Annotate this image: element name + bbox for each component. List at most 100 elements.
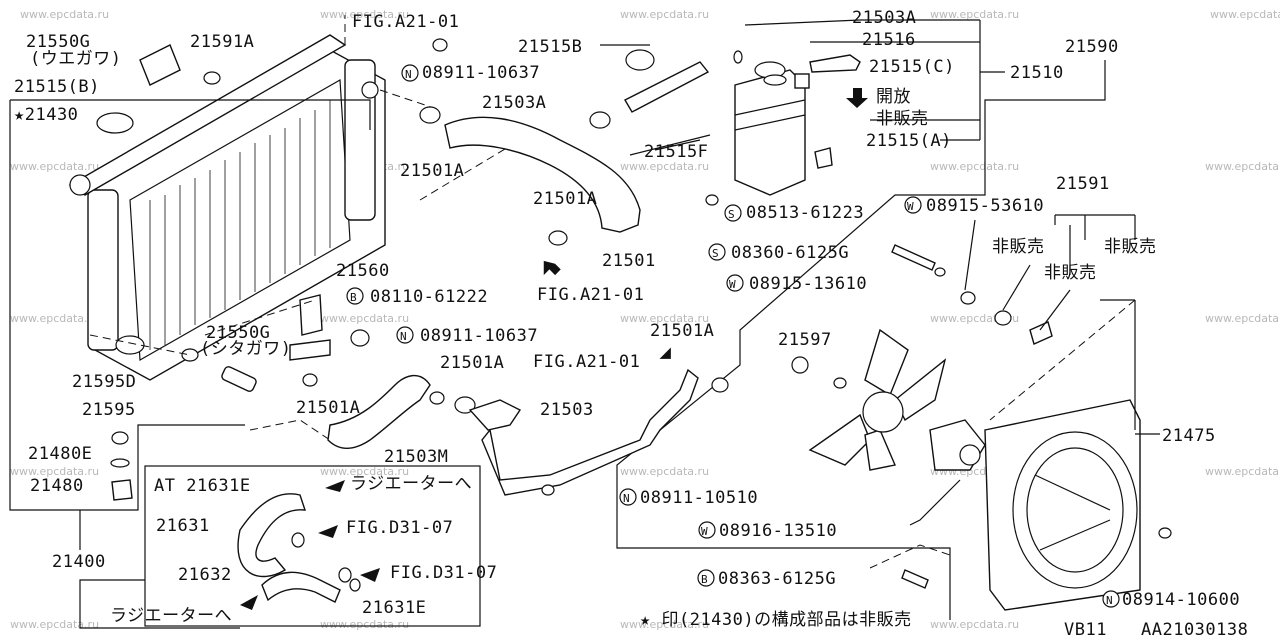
prefix-s-marker: S: [712, 247, 719, 260]
watermark: www.epcdata.ru: [620, 8, 709, 21]
label-21501a-center: 21501A: [440, 353, 504, 373]
label-21631e: 21631E: [362, 598, 426, 618]
label-21430: ★21430: [14, 105, 78, 125]
label-w08915-53610: 08915-53610: [926, 196, 1044, 216]
label-21400: 21400: [52, 552, 106, 572]
label-open: 開放: [876, 87, 911, 107]
label-21515b: 21515(B): [14, 77, 100, 97]
label-footnote: ★ 印(21430)の構成部品は非販売: [640, 610, 912, 630]
label-21501a-right: 21501A: [650, 321, 714, 341]
label-not-for-sale: 非販売: [1104, 237, 1157, 257]
label-s08513-61223: 08513-61223: [746, 203, 864, 223]
label-21503m: 21503M: [384, 447, 448, 467]
watermark: www.epcdata.ru: [10, 160, 99, 173]
label-to-radiator: ラジエーターへ: [350, 474, 472, 494]
group-bracket-21590: [616, 60, 1106, 620]
label-21503: 21503: [540, 400, 594, 420]
watermark: www.epcdata.ru: [10, 618, 99, 631]
group-bracket-21400: [9, 99, 371, 511]
label-fig-d31-07: FIG.D31-07: [346, 518, 453, 538]
label-21631: 21631: [156, 516, 210, 536]
label-not-for-sale: 非販売: [1044, 263, 1097, 283]
label-drawing-code: AA21030138: [1141, 620, 1248, 640]
label-upper-side: (ウエガワ): [30, 49, 121, 69]
label-21595d: 21595D: [72, 372, 136, 392]
at-hose-drawing: [237, 493, 361, 603]
label-b08110-61222: 08110-61222: [370, 287, 488, 307]
watermark: www.epcdata.ru: [930, 8, 1019, 21]
watermark: www.epcdata.ru: [320, 312, 409, 325]
watermark: www.epcdata.ru: [930, 160, 1019, 173]
label-21501: 21501: [602, 251, 656, 271]
label-21515a: 21515(A): [866, 131, 952, 151]
watermark: www.epcdata.ru: [320, 618, 409, 631]
label-21501a: 21501A: [400, 161, 464, 181]
prefix-w-marker: W: [729, 278, 736, 291]
watermark: www.epcdata.ru: [620, 160, 709, 173]
prefix-n-marker: N: [405, 68, 412, 81]
label-lower-side: (シタガワ): [200, 339, 291, 359]
prefix-markers: N S W S W B N N W B N: [346, 64, 1120, 608]
fan-and-shroud-drawing: [791, 244, 1172, 611]
watermark: www.epcdata.ru: [1205, 312, 1280, 325]
label-fig-a21-01: FIG.A21-01: [352, 12, 459, 32]
label-s08360-6125g: 08360-6125G: [731, 243, 849, 263]
label-w08916-13510: 08916-13510: [719, 521, 837, 541]
prefix-w-marker: W: [701, 525, 708, 538]
watermark: www.epcdata.ru: [930, 618, 1019, 631]
label-to-radiator-2: ラジエーターへ: [110, 606, 232, 626]
label-21515b-hose: 21515B: [518, 37, 582, 57]
label-model-code: VB11: [1064, 620, 1107, 640]
watermark: www.epcdata.ru: [20, 8, 109, 21]
label-21595: 21595: [82, 400, 136, 420]
watermark: www.epcdata.ru: [620, 618, 709, 631]
label-21515c: 21515(C): [869, 57, 955, 77]
label-n08911-10637-lower: 08911-10637: [420, 326, 538, 346]
label-21590: 21590: [1065, 37, 1119, 57]
label-at-21631e: AT 21631E: [154, 476, 251, 496]
watermark: www.epcdata.ru: [320, 8, 409, 21]
watermark: www.epcdata.ru: [10, 465, 99, 478]
reservoir-tank-drawing: [705, 50, 861, 206]
label-21501a-low: 21501A: [296, 398, 360, 418]
label-21480: 21480: [30, 476, 84, 496]
arrows: [240, 260, 671, 610]
prefix-s-marker: S: [728, 208, 735, 221]
label-21632: 21632: [178, 565, 232, 585]
label-21503a: 21503A: [482, 93, 546, 113]
label-n08911-10510: 08911-10510: [640, 488, 758, 508]
label-b08363-6125g: 08363-6125G: [718, 569, 836, 589]
label-21550g-lower: 21550G: [206, 323, 270, 343]
prefix-w-marker: W: [907, 200, 914, 213]
label-not-for-sale: 非販売: [992, 237, 1045, 257]
label-21480e: 21480E: [28, 444, 92, 464]
prefix-b-marker: B: [350, 291, 357, 304]
label-n08914-10600: 08914-10600: [1122, 590, 1240, 610]
label-21597: 21597: [778, 330, 832, 350]
watermark: www.epcdata.ru: [320, 465, 409, 478]
watermark: www.epcdata.ru: [620, 465, 709, 478]
part-labels: FIG.A21-01 21550G (ウエガワ) 21591A 21515(B)…: [14, 8, 1248, 640]
label-fig-d31-07-b: FIG.D31-07: [390, 563, 497, 583]
watermark: www.epcdata.ru: [1205, 465, 1280, 478]
lower-hose-drawing: [327, 368, 729, 496]
watermark: www.epcdata.ru: [1210, 8, 1280, 21]
watermark: www.epcdata.ru: [10, 312, 99, 325]
label-n08911-10637: 08911-10637: [422, 63, 540, 83]
watermark: www.epcdata.ru: [620, 312, 709, 325]
prefix-b-marker: B: [701, 573, 708, 586]
open-arrow: [846, 88, 868, 108]
prefix-n-marker: N: [400, 330, 407, 343]
label-w08915-13610: 08915-13610: [749, 274, 867, 294]
at-oil-hose-box: [144, 465, 481, 627]
label-21475: 21475: [1162, 426, 1216, 446]
label-21591a: 21591A: [190, 32, 254, 52]
label-fig-a21-01-low: FIG.A21-01: [533, 352, 640, 372]
prefix-n-marker: N: [1106, 594, 1113, 607]
label-21550g: 21550G: [26, 32, 90, 52]
label-21516: 21516: [862, 30, 916, 50]
label-21503a-tank: 21503A: [852, 8, 916, 28]
label-21510: 21510: [1010, 63, 1064, 83]
label-21515f: 21515F: [644, 142, 708, 162]
